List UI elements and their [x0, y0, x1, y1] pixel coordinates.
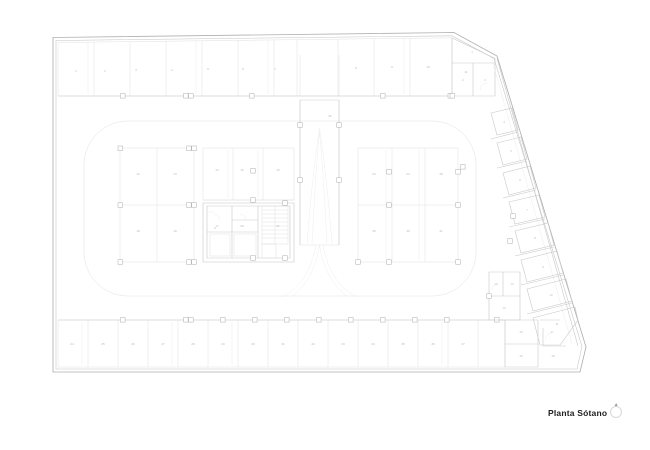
central-ramp	[280, 55, 359, 298]
parking-block-center	[202, 147, 295, 201]
stall-labels-left-block: 12 13 18 19	[136, 172, 177, 233]
storage-bottom-right	[486, 271, 566, 368]
storage-top-right	[449, 37, 496, 99]
svg-text:35: 35	[401, 342, 405, 346]
storage-labels-bottom-right: 12 13 14 15 16 17 18	[494, 282, 555, 358]
svg-text:16: 16	[276, 168, 280, 172]
stall-labels-right-block: 22 23 38 39 40 41	[372, 172, 443, 233]
svg-text:7: 7	[274, 67, 276, 71]
svg-text:12: 12	[136, 172, 140, 176]
north-circle	[610, 406, 623, 418]
svg-text:32: 32	[311, 342, 315, 346]
ramp-label: 42	[328, 114, 332, 118]
svg-text:37: 37	[461, 342, 465, 346]
svg-text:41: 41	[439, 229, 443, 233]
svg-text:36: 36	[431, 342, 435, 346]
svg-text:17: 17	[550, 330, 554, 334]
svg-text:18: 18	[136, 229, 140, 233]
core-block	[202, 202, 295, 263]
svg-text:14: 14	[215, 168, 219, 172]
svg-text:11: 11	[555, 322, 558, 326]
svg-text:9: 9	[391, 65, 393, 69]
storage-labels-diagonal: 4 5 6 7 8 9 10 11	[503, 120, 559, 326]
svg-text:38: 38	[439, 172, 443, 176]
svg-text:10: 10	[426, 65, 430, 69]
svg-text:39: 39	[372, 229, 376, 233]
svg-text:29: 29	[221, 342, 225, 346]
svg-text:6: 6	[519, 178, 521, 182]
stall-labels-bottom: 24 25 26 27 28 29 30 31 32 33 34 35 36 3…	[70, 342, 465, 346]
column-markers-core	[250, 200, 288, 261]
svg-text:8: 8	[355, 66, 357, 70]
svg-text:25: 25	[101, 342, 105, 346]
column-markers-left-block	[117, 145, 197, 265]
svg-text:9: 9	[542, 265, 544, 269]
svg-text:15: 15	[240, 168, 244, 172]
svg-text:8: 8	[534, 236, 536, 240]
storage-labels-top-right: 1 2 3	[462, 50, 486, 82]
svg-text:13: 13	[510, 282, 514, 286]
page-title: Planta Sótano	[548, 407, 608, 418]
svg-text:5: 5	[207, 67, 209, 71]
north-arrow-icon: ▴	[610, 402, 625, 420]
svg-text:27: 27	[161, 342, 165, 346]
svg-text:10: 10	[549, 293, 553, 297]
stall-labels-center-block: 14 15 16 17 20 21	[215, 168, 280, 228]
stall-labels-top: 1 2 3 4 5 6 7 8 9 10 11	[75, 65, 468, 74]
svg-text:16: 16	[519, 354, 523, 358]
svg-text:23: 23	[406, 172, 410, 176]
column-markers-center-block	[250, 168, 256, 203]
svg-text:40: 40	[406, 229, 410, 233]
svg-text:24: 24	[70, 342, 74, 346]
svg-text:2: 2	[462, 78, 464, 82]
svg-text:31: 31	[281, 342, 285, 346]
drive-aisle-oval	[83, 120, 477, 297]
svg-text:4: 4	[503, 120, 505, 124]
svg-text:22: 22	[372, 172, 376, 176]
svg-text:2: 2	[104, 69, 106, 73]
stair-treads	[261, 205, 289, 259]
column-markers-right-block	[355, 164, 466, 265]
svg-text:26: 26	[131, 342, 135, 346]
core-labels: A	[214, 226, 216, 230]
svg-text:11: 11	[464, 70, 467, 74]
parking-block-right	[357, 147, 459, 263]
svg-text:5: 5	[510, 149, 512, 153]
svg-text:13: 13	[173, 172, 177, 176]
svg-text:4: 4	[171, 68, 173, 72]
svg-text:14: 14	[502, 306, 506, 310]
building-outline	[52, 32, 587, 373]
north-arrow-glyph: ▴	[614, 402, 618, 408]
svg-text:15: 15	[519, 330, 523, 334]
title-block: Planta Sótano ▴	[548, 402, 625, 420]
svg-text:1: 1	[471, 50, 473, 54]
svg-text:20: 20	[240, 224, 244, 228]
svg-text:33: 33	[341, 342, 345, 346]
svg-text:28: 28	[191, 342, 195, 346]
svg-text:21: 21	[276, 224, 280, 228]
svg-text:19: 19	[173, 229, 177, 233]
parking-row-top	[57, 37, 453, 97]
svg-text:3: 3	[484, 78, 486, 82]
svg-text:7: 7	[526, 208, 528, 212]
svg-text:1: 1	[75, 69, 77, 73]
svg-text:34: 34	[371, 342, 375, 346]
svg-text:12: 12	[494, 282, 498, 286]
parking-block-left	[119, 147, 195, 263]
svg-text:A: A	[214, 226, 216, 230]
svg-text:3: 3	[135, 68, 137, 72]
column-markers-ramp	[297, 122, 342, 183]
svg-text:18: 18	[551, 354, 555, 358]
storage-diagonal-wing	[490, 58, 579, 347]
svg-text:30: 30	[251, 342, 255, 346]
svg-text:6: 6	[242, 67, 244, 71]
svg-text:17: 17	[215, 224, 219, 228]
